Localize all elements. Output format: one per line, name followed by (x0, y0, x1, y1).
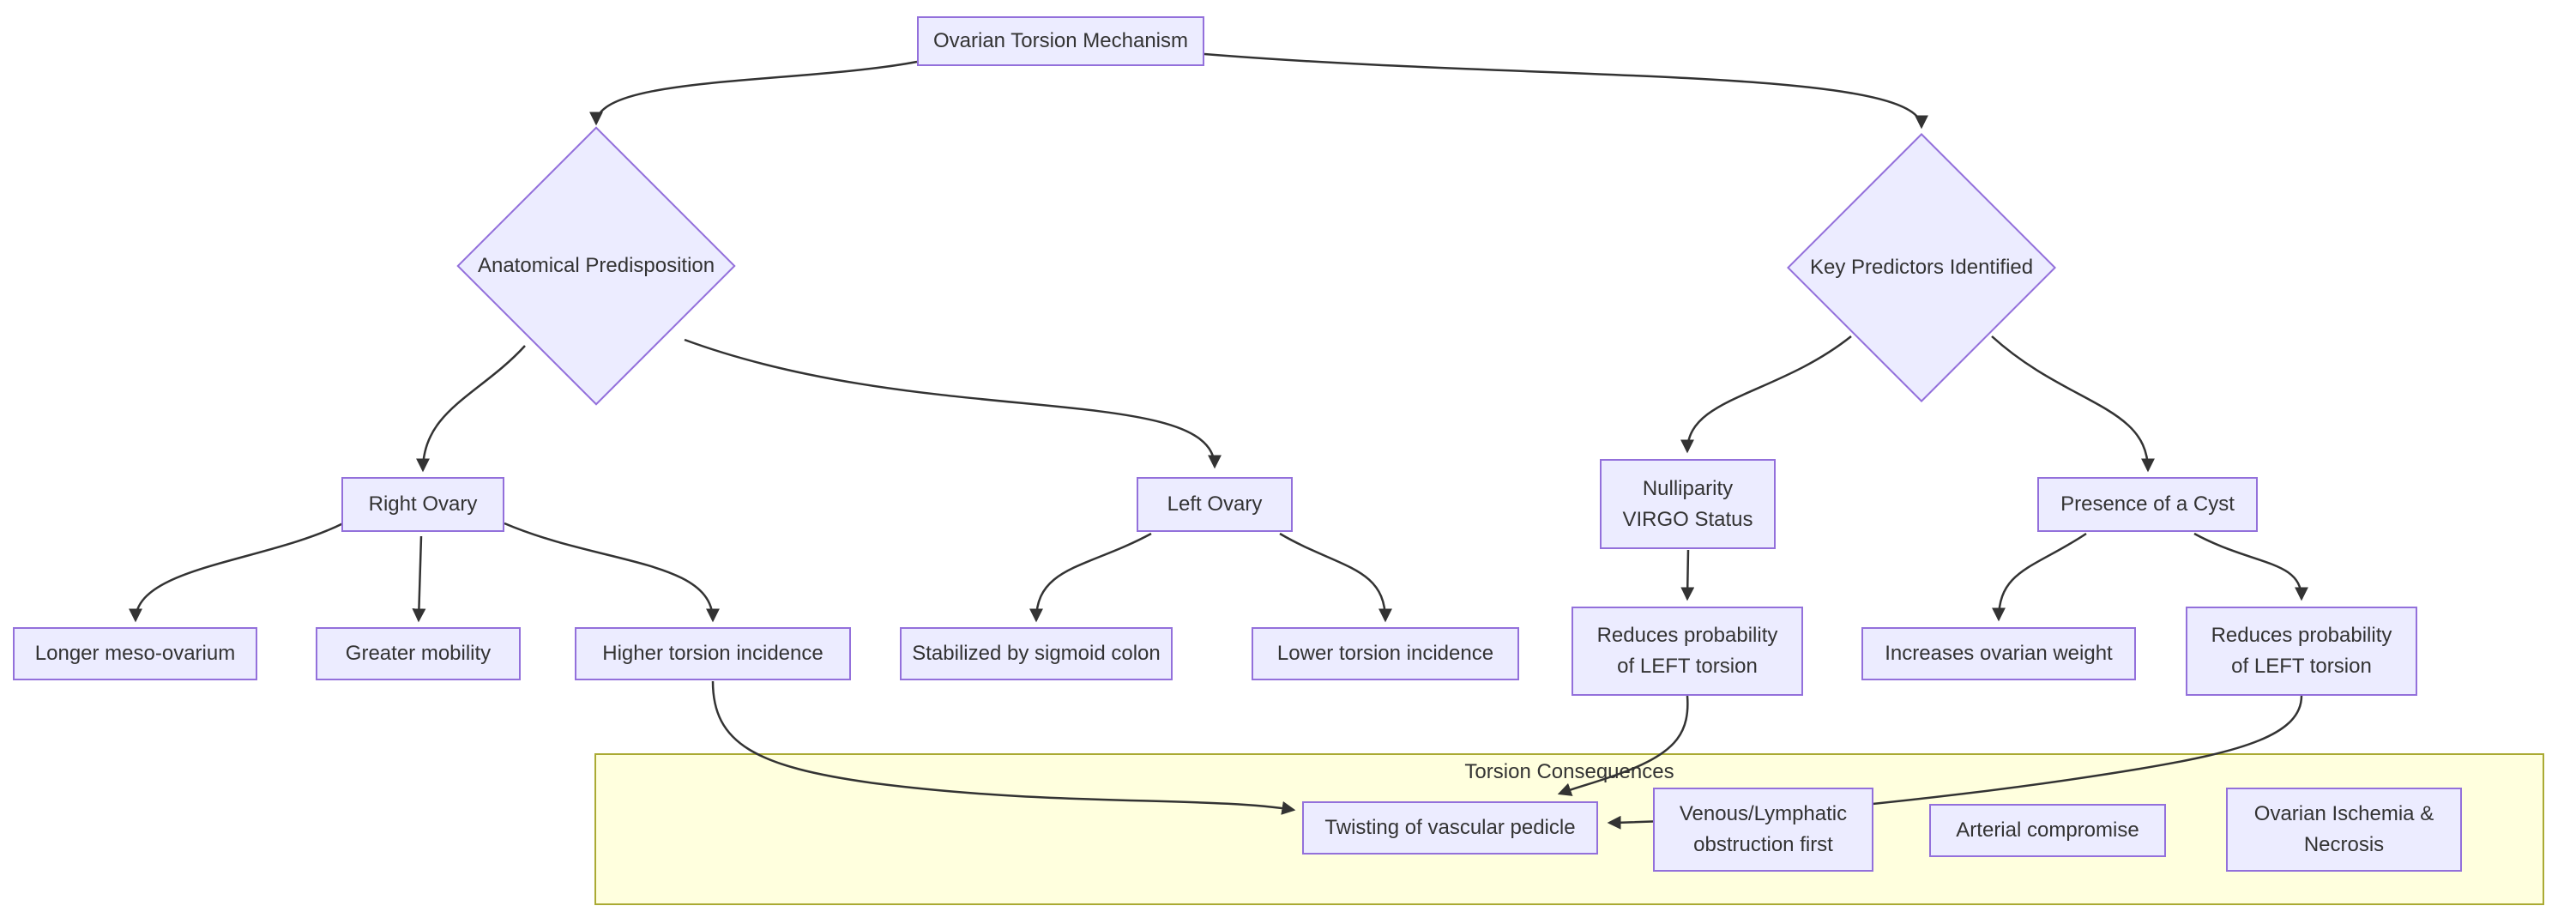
edge-presence-increases-weight (1992, 532, 2087, 622)
edge-anatomical-right-ovary (416, 345, 526, 473)
node-label: Left Ovary (1167, 492, 1263, 516)
edge-predictors-presence-cyst (1991, 335, 2155, 473)
node-increases-ovarian-weight: Increases ovarian weight (1861, 627, 2136, 680)
node-label: Increases ovarian weight (1885, 642, 2113, 665)
node-label: Stabilized by sigmoid colon (912, 642, 1161, 665)
edge-nulliparity-reduces-left (1680, 549, 1695, 601)
node-label: Lower torsion incidence (1276, 642, 1494, 665)
node-label: Arterial compromise (1956, 818, 2139, 842)
node-venous-lymphatic-obstruction: Venous/Lymphatic obstruction first (1653, 788, 1873, 872)
edge-right-ovary-higher-incidence (504, 522, 720, 623)
edge-right-ovary-greater-mobility (412, 535, 426, 623)
edge-anatomical-left-ovary (684, 338, 1222, 469)
node-lower-torsion-incidence: Lower torsion incidence (1252, 627, 1519, 680)
edge-left-ovary-stabilized (1029, 532, 1152, 623)
edge-root-anatomical (589, 60, 918, 126)
edge-right-ovary-longer-meso (129, 522, 344, 623)
node-longer-meso-ovarium: Longer meso-ovarium (13, 627, 257, 680)
node-label: Higher torsion incidence (602, 642, 823, 665)
node-higher-torsion-incidence: Higher torsion incidence (575, 627, 851, 680)
node-root: Ovarian Torsion Mechanism (917, 16, 1204, 66)
node-label: Right Ovary (368, 492, 478, 516)
node-label: Ovarian Torsion Mechanism (932, 29, 1188, 52)
edge-left-ovary-lower-incidence (1279, 532, 1392, 623)
node-reduces-probability-left-torsion-1: Reduces probability of LEFT torsion (1572, 607, 1803, 696)
edge-root-predictors (1204, 52, 1928, 130)
edge-reduces-left-twisting (1557, 695, 1689, 796)
node-label: Key Predictors Identified (1809, 256, 2034, 280)
node-label: Greater mobility (345, 642, 492, 665)
node-twisting-of-vascular-pedicle: Twisting of vascular pedicle (1302, 801, 1598, 855)
node-label: Ovarian Ischemia & Necrosis (2253, 802, 2434, 856)
node-label: Reduces probability of LEFT torsion (2211, 624, 2392, 678)
node-label: Twisting of vascular pedicle (1324, 816, 1576, 839)
node-greater-mobility: Greater mobility (316, 627, 521, 680)
node-label: Venous/Lymphatic obstruction first (1679, 802, 1848, 856)
edge-higher-incidence-twisting (711, 680, 1296, 815)
edge-presence-reduces-right (2193, 532, 2308, 601)
node-label: Longer meso-ovarium (34, 642, 236, 665)
node-label: Nulliparity VIRGO Status (1622, 476, 1753, 531)
node-label: Anatomical Predisposition (477, 254, 715, 278)
node-stabilized-by-sigmoid-colon: Stabilized by sigmoid colon (900, 627, 1173, 680)
node-left-ovary: Left Ovary (1137, 477, 1293, 532)
cluster-title: Torsion Consequences (1464, 760, 1674, 783)
node-reduces-probability-left-torsion-2: Reduces probability of LEFT torsion (2186, 607, 2417, 696)
node-right-ovary: Right Ovary (341, 477, 504, 532)
node-label: Reduces probability of LEFT torsion (1596, 624, 1778, 678)
node-ovarian-ischemia-necrosis: Ovarian Ischemia & Necrosis (2226, 788, 2462, 872)
node-presence-of-a-cyst: Presence of a Cyst (2037, 477, 2258, 532)
node-nulliparity-virgo-status: Nulliparity VIRGO Status (1600, 459, 1776, 549)
edge-predictors-nulliparity (1680, 335, 1852, 454)
node-arterial-compromise: Arterial compromise (1929, 804, 2166, 857)
node-label: Presence of a Cyst (2060, 492, 2235, 516)
